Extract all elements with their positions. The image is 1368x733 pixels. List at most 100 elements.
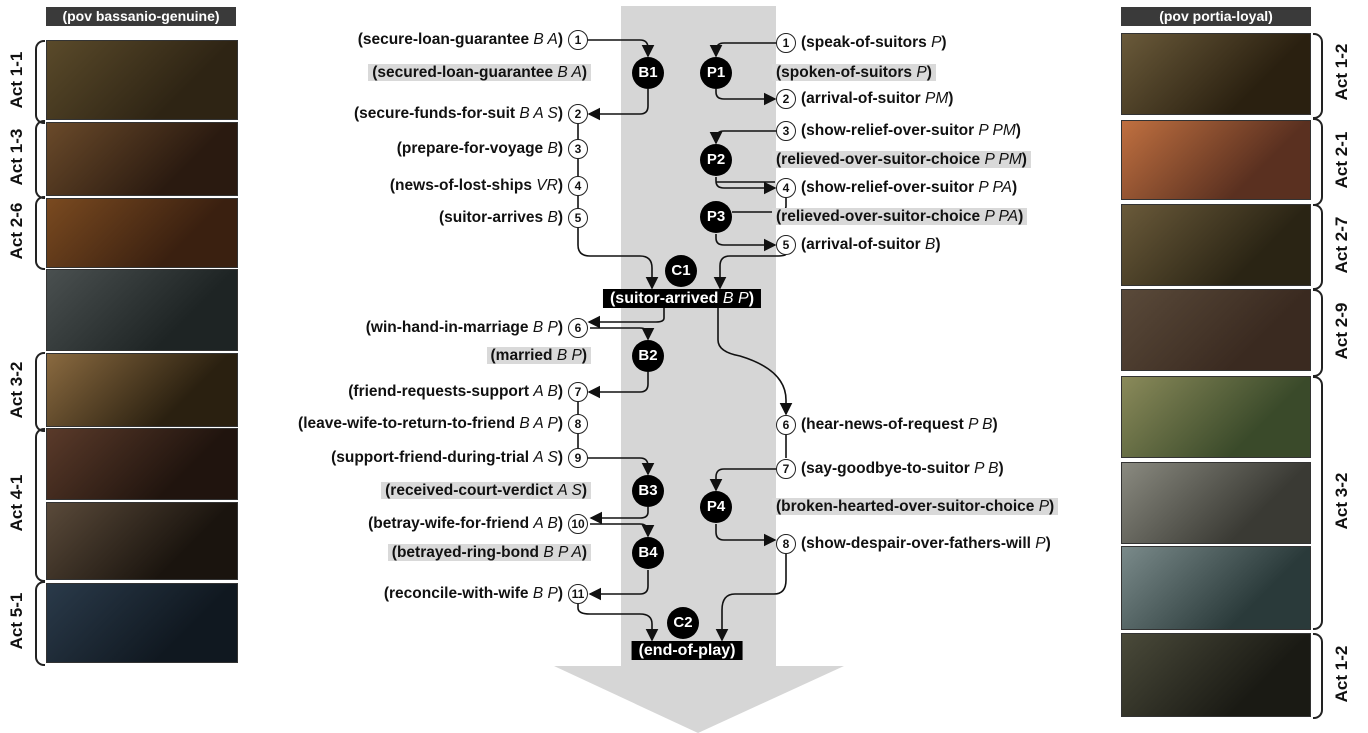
state-node: B1 — [632, 57, 664, 89]
predicate-text: (suitor-arrives — [438, 209, 548, 226]
event-label: (support-friend-during-trial A S) — [331, 449, 563, 466]
portia-film-still — [1121, 546, 1311, 630]
event-label: (show-despair-over-fathers-will P) — [801, 535, 1051, 552]
act-label: Act 2-6 — [7, 202, 26, 260]
portia-film-still — [1121, 633, 1311, 717]
act-brace — [35, 581, 45, 666]
argument-text: B P A — [543, 544, 582, 561]
bassanio-film-still — [46, 40, 238, 120]
common-state-label: (end-of-play) — [631, 641, 743, 660]
step-number: 11 — [568, 584, 588, 604]
act-label: Act 2-9 — [1332, 302, 1351, 360]
step-number: 1 — [568, 30, 588, 50]
step-number: 2 — [776, 89, 796, 109]
event-label: (arrival-of-suitor PM) — [801, 90, 954, 107]
argument-text: P PM — [984, 151, 1022, 168]
argument-text: P B — [968, 416, 993, 433]
portia-film-still — [1121, 376, 1311, 458]
portia-film-still — [1121, 33, 1311, 115]
step-number: 5 — [776, 235, 796, 255]
bassanio-film-still — [46, 583, 238, 663]
timeline-arrow — [554, 6, 844, 733]
act-label: Act 5-1 — [7, 592, 26, 650]
connector-line — [709, 130, 777, 145]
argument-text: B — [547, 209, 558, 226]
bassanio-film-still — [46, 353, 238, 427]
event-label: (friend-requests-support A B) — [348, 383, 563, 400]
event-label: (betray-wife-for-friend A B) — [368, 515, 563, 532]
event-label: (win-hand-in-marriage B P) — [365, 319, 563, 336]
argument-text: B A S — [519, 105, 558, 122]
act-brace — [35, 428, 45, 582]
step-number: 7 — [776, 459, 796, 479]
event-label: (show-relief-over-suitor P PA) — [801, 179, 1018, 196]
state-node: P3 — [700, 201, 732, 233]
step-number: 3 — [568, 139, 588, 159]
state-label: (relieved-over-suitor-choice P PM) — [772, 150, 1031, 170]
predicate-text: (betrayed-ring-bond — [391, 544, 544, 561]
step-number: 4 — [776, 178, 796, 198]
predicate-text: (prepare-for-voyage — [396, 140, 548, 157]
predicate-text: (show-despair-over-fathers-will — [801, 535, 1036, 552]
argument-text: PM — [925, 90, 949, 107]
connector-line — [587, 89, 649, 121]
argument-text: B P — [722, 290, 749, 307]
argument-text: B — [547, 140, 558, 157]
event-label: (hear-news-of-request P B) — [801, 416, 998, 433]
right-pov-header: (pov portia-loyal) — [1121, 7, 1311, 26]
argument-text: P PM — [978, 122, 1016, 139]
state-label: (broken-hearted-over-suitor-choice P) — [772, 497, 1059, 517]
connector-line — [587, 457, 655, 476]
state-node: C1 — [665, 255, 697, 287]
predicate-text: (news-of-lost-ships — [389, 177, 537, 194]
step-number: 1 — [776, 33, 796, 53]
act-label: Act 2-1 — [1332, 131, 1351, 189]
act-brace — [35, 196, 45, 270]
state-label: (spoken-of-suitors P) — [772, 63, 936, 83]
portia-film-still — [1121, 120, 1311, 200]
predicate-text: (friend-requests-support — [348, 383, 534, 400]
connector-line — [577, 227, 659, 290]
step-number: 6 — [776, 415, 796, 435]
state-label: (married B P) — [486, 346, 591, 366]
argument-text: B P — [532, 585, 558, 602]
event-label: (leave-wife-to-return-to-friend B A P) — [298, 415, 563, 432]
argument-text: B — [925, 236, 936, 253]
connector-line — [577, 603, 659, 642]
act-brace — [35, 120, 45, 199]
state-node: C2 — [667, 607, 699, 639]
predicate-text: (relieved-over-suitor-choice — [776, 151, 985, 168]
connector-line — [587, 39, 655, 58]
argument-text: P — [1038, 498, 1050, 515]
argument-text: B A — [533, 31, 558, 48]
predicate-text: (win-hand-in-marriage — [365, 319, 533, 336]
connector-line — [589, 507, 649, 525]
act-label: Act 1-2 — [1332, 43, 1351, 101]
predicate-text: (say-goodbye-to-suitor — [801, 460, 975, 477]
connector-line — [715, 89, 777, 106]
predicate-text: (end-of-play) — [638, 642, 736, 659]
step-number: 6 — [568, 318, 588, 338]
predicate-text: (arrival-of-suitor — [801, 236, 926, 253]
step-number: 10 — [568, 514, 588, 534]
act-brace — [1313, 118, 1323, 206]
predicate-text: (arrival-of-suitor — [801, 90, 926, 107]
event-label: (say-goodbye-to-suitor P B) — [801, 460, 1004, 477]
connector-line — [717, 306, 793, 416]
argument-text: P B — [974, 460, 999, 477]
state-label: (secured-loan-guarantee B A) — [368, 63, 591, 83]
connector-line — [587, 306, 665, 329]
portia-film-still — [1121, 289, 1311, 371]
state-label: (relieved-over-suitor-choice P PA) — [772, 207, 1028, 227]
bassanio-film-still — [46, 198, 238, 268]
act-brace — [1313, 376, 1323, 630]
predicate-text: (secure-loan-guarantee — [357, 31, 534, 48]
predicate-text: (married — [490, 347, 557, 364]
act-label: Act 3-2 — [1332, 472, 1351, 530]
predicate-text: (broken-hearted-over-suitor-choice — [776, 498, 1039, 515]
state-node: B3 — [632, 475, 664, 507]
state-node: P1 — [700, 57, 732, 89]
event-label: (prepare-for-voyage B) — [396, 140, 563, 157]
predicate-text: (show-relief-over-suitor — [801, 122, 979, 139]
